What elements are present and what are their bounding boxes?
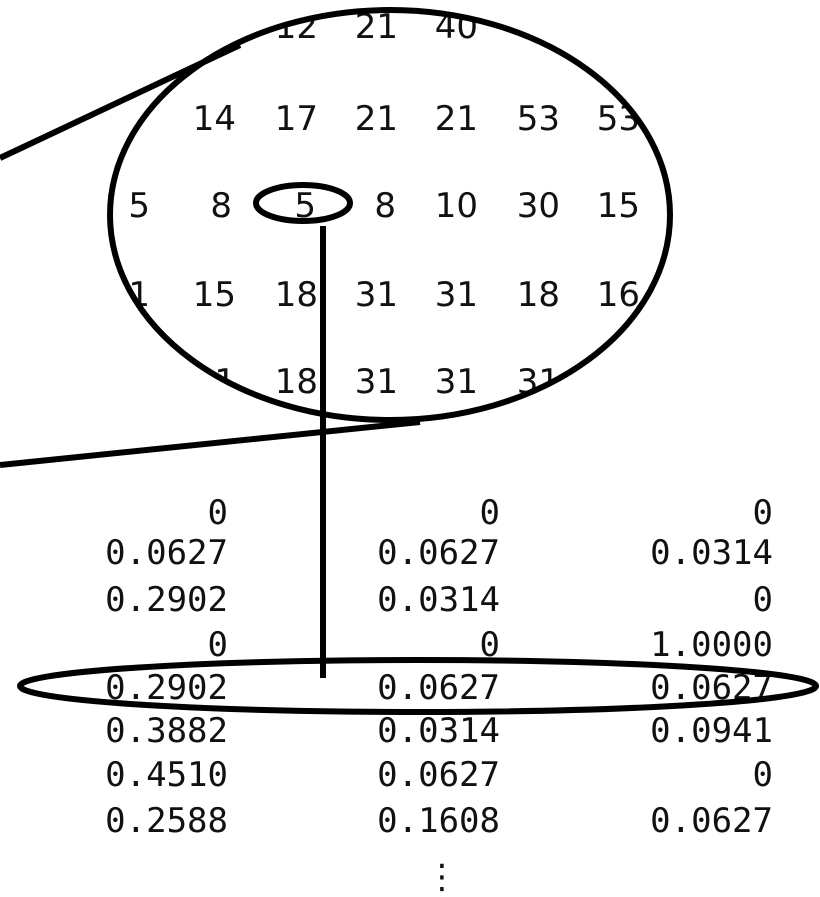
grid-cell: 8 <box>374 186 396 226</box>
grid-cell: 21 <box>355 99 398 139</box>
table-cell: 0.0627 <box>105 533 228 573</box>
table-cell: 0.1608 <box>377 801 500 841</box>
table-cell-highlighted: 0.0627 <box>377 668 500 708</box>
table-cell: 0.0314 <box>377 711 500 751</box>
table-cell: 0.2588 <box>105 801 228 841</box>
table-cell: 0.0941 <box>650 711 773 751</box>
grid-cell: 10 <box>435 186 478 226</box>
grid-cell: 5 <box>128 186 150 226</box>
grid-cell: 15 <box>597 186 640 226</box>
grid-cell: 30 <box>517 186 560 226</box>
table-cell: 0.4510 <box>105 755 228 795</box>
grid-cell: 18 <box>275 275 318 315</box>
grid-cell: 16 <box>597 275 640 315</box>
table-cell: 0.3882 <box>105 711 228 751</box>
grid-cell: 53 <box>597 99 640 139</box>
grid-cell: 31 <box>435 362 478 402</box>
table-cell: 0.0627 <box>650 801 773 841</box>
table-cell: 0 <box>753 755 773 795</box>
grid-cell: 31 <box>355 362 398 402</box>
table-cell: 0 <box>208 625 228 665</box>
grid-cell: 17 <box>275 99 318 139</box>
table-cell: 0 <box>753 493 773 533</box>
table-cell: 0 <box>753 580 773 620</box>
zoom-grid: 12 21 40 14 17 21 21 53 53 5 8 5 8 10 30… <box>128 7 640 402</box>
grid-cell: 31 <box>355 275 398 315</box>
zoom-lens <box>107 7 673 423</box>
row-highlight-ring <box>17 657 819 715</box>
grid-cell: 15 <box>193 275 236 315</box>
grid-cell: 53 <box>517 99 560 139</box>
table-cell: 0 <box>480 493 500 533</box>
table-cell: 0.2902 <box>105 580 228 620</box>
table-cell: 0.0627 <box>377 533 500 573</box>
grid-cell: 8 <box>210 186 232 226</box>
grid-cell-highlighted: 5 <box>294 186 316 226</box>
table-cell: 0.0314 <box>650 533 773 573</box>
table-cell: 0 <box>480 625 500 665</box>
grid-cell: 18 <box>275 362 318 402</box>
grid-cell: 31 <box>435 275 478 315</box>
pixel-highlight-ring <box>253 182 353 224</box>
table-cell: 0.0627 <box>377 755 500 795</box>
grid-cell: 21 <box>435 99 478 139</box>
grid-cell: 21 <box>355 7 398 47</box>
table-continuation-ellipsis: ⋮ <box>425 857 459 897</box>
table-cell: 0.0314 <box>377 580 500 620</box>
zoom-line-bottom <box>0 419 421 468</box>
table-cell: 1.0000 <box>650 625 773 665</box>
grid-cell: 18 <box>517 275 560 315</box>
grid-cell: 14 <box>193 99 236 139</box>
table-cell: 0 <box>208 493 228 533</box>
value-table: 0 0 0 0.0627 0.0627 0.0314 0.2902 0.0314… <box>105 493 773 897</box>
